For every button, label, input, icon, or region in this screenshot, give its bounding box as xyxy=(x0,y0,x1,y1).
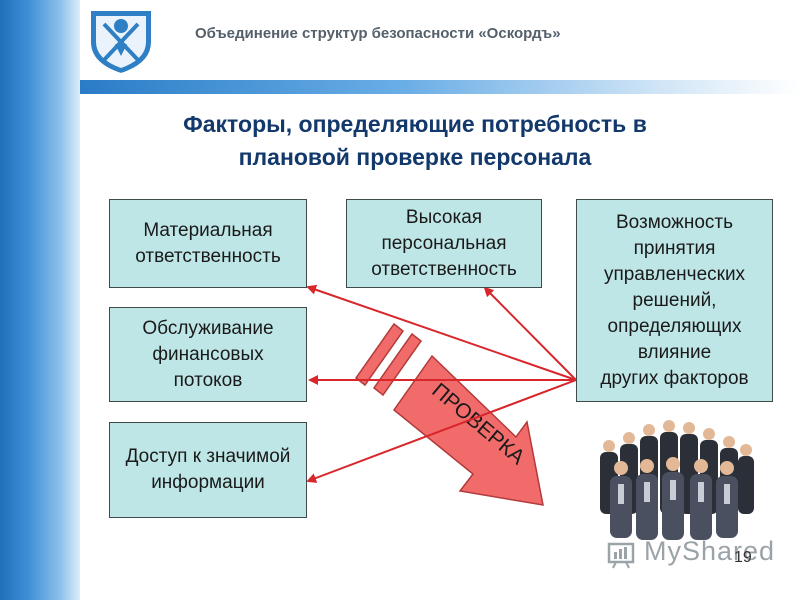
arrow-to-personal xyxy=(483,286,577,381)
box-line: принятия xyxy=(633,237,716,259)
title-line-1: Факторы, определяющие потребность в xyxy=(183,111,647,137)
arrow-to-access xyxy=(306,379,577,483)
box-line: ответственность xyxy=(135,245,281,267)
box-information-access: Доступ к значимой информации xyxy=(109,422,307,518)
box-line: Обслуживание xyxy=(142,317,274,339)
oskord-emblem-logo xyxy=(89,9,153,76)
organization-name: Объединение структур безопасности «Оскор… xyxy=(195,25,561,42)
box-financial-flows: Обслуживание финансовых потоков xyxy=(109,307,307,402)
box-line: потоков xyxy=(173,369,243,391)
watermark-logo-icon xyxy=(607,542,635,569)
box-line: управленческих xyxy=(603,263,746,285)
left-gradient-band xyxy=(0,0,80,600)
box-line: других факторов xyxy=(600,367,749,389)
arrow-to-material xyxy=(306,284,577,381)
box-material-responsibility: Материальная ответственность xyxy=(109,199,307,288)
big-arrow-stripe-2 xyxy=(354,322,405,387)
box-line: влияние xyxy=(637,341,712,363)
watermark-label: MyShared xyxy=(644,536,776,566)
box-line: Возможность xyxy=(615,211,734,233)
title-line-2: плановой проверке персонала xyxy=(238,144,592,170)
slide-number: 19 xyxy=(734,549,752,566)
box-line: решений, xyxy=(632,289,717,311)
header-gradient-rule xyxy=(80,80,800,94)
box-line: Материальная xyxy=(143,219,273,241)
group-of-people-image xyxy=(596,414,758,542)
box-line: персональная xyxy=(381,232,507,254)
box-line: Высокая xyxy=(405,206,483,228)
box-line: Доступ к значимой xyxy=(125,446,291,467)
box-line: информации xyxy=(151,472,265,493)
box-line: финансовых xyxy=(152,343,264,365)
box-line: определяющих xyxy=(607,315,742,337)
watermark-text: MyShared xyxy=(644,536,775,567)
box-personal-responsibility: Высокая персональная ответственность xyxy=(346,199,542,288)
box-line: ответственность xyxy=(371,258,517,280)
box-management-decisions: Возможность принятия управленческих реше… xyxy=(576,199,773,402)
slide-title: Факторы, определяющие потребность в план… xyxy=(130,108,700,174)
